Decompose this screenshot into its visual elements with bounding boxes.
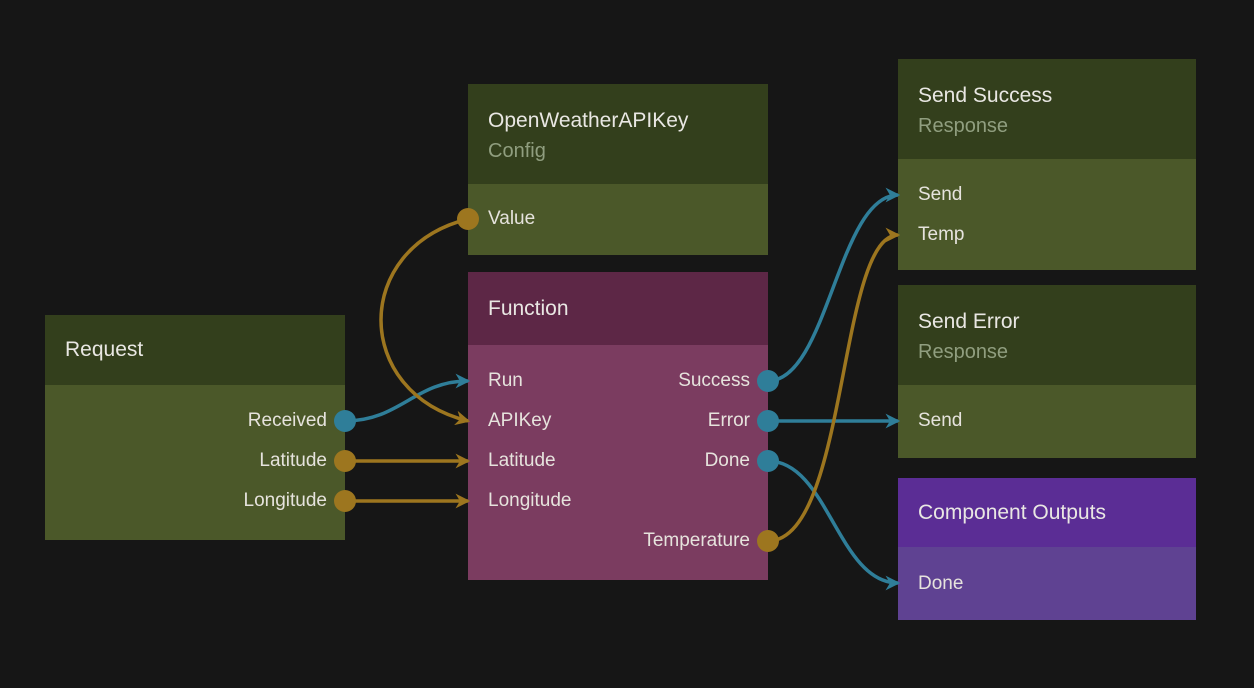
node-component-outputs-header[interactable]: Component Outputs: [898, 478, 1196, 547]
port-dot-function-error[interactable]: [757, 410, 779, 432]
port-label-temp: Temp: [918, 224, 965, 245]
node-title: Send Error: [918, 310, 1020, 333]
port-row: Latitude: [45, 441, 345, 481]
node-request-body: Received Latitude Longitude: [45, 385, 345, 540]
port-row: Temp: [898, 215, 1196, 255]
port-label-send: Send: [918, 410, 963, 431]
node-title: Component Outputs: [918, 500, 1106, 524]
node-openweather-body: Value: [468, 184, 768, 255]
port-row: Temperature: [468, 521, 768, 561]
node-title: Function: [488, 296, 569, 320]
node-send-error-header[interactable]: Send Error Response: [898, 285, 1196, 385]
wire-value-to-apikey[interactable]: [379, 217, 471, 426]
port-row: Latitude Done: [468, 441, 768, 481]
port-row: Send: [898, 175, 1196, 215]
node-title: Request: [65, 338, 144, 361]
node-send-success-header[interactable]: Send Success Response: [898, 59, 1196, 159]
port-row: Done: [898, 564, 1196, 604]
port-label-run: Run: [488, 370, 523, 391]
port-label-temperature: Temperature: [643, 530, 750, 551]
node-openweather-api-key[interactable]: OpenWeatherAPIKey Config Value: [468, 84, 768, 255]
node-subtitle: Response: [918, 341, 1009, 363]
node-title: OpenWeatherAPIKey: [488, 109, 689, 132]
node-openweather-header[interactable]: OpenWeatherAPIKey Config: [468, 84, 768, 184]
node-send-error-body: Send: [898, 385, 1196, 458]
port-dot-request-longitude[interactable]: [334, 490, 356, 512]
port-dot-request-received[interactable]: [334, 410, 356, 432]
port-label-value: Value: [488, 208, 536, 229]
node-function-header[interactable]: Function: [468, 272, 768, 345]
node-send-error[interactable]: Send Error Response Send: [898, 285, 1196, 458]
node-component-outputs[interactable]: Component Outputs Done: [898, 478, 1196, 620]
node-function[interactable]: Function Run Success APIKey Error Latitu…: [468, 272, 768, 580]
wire-temperature-to-temp[interactable]: [767, 227, 901, 543]
wire-success-to-send[interactable]: [767, 187, 901, 383]
node-component-outputs-body: Done: [898, 547, 1196, 620]
port-dot-function-done[interactable]: [757, 450, 779, 472]
node-request-header[interactable]: Request: [45, 315, 345, 385]
node-request[interactable]: Request Received Latitude Longitude: [45, 315, 345, 540]
port-label-success: Success: [678, 370, 750, 391]
wire-received-to-run[interactable]: [344, 373, 471, 423]
node-function-body: Run Success APIKey Error Latitude Done L…: [468, 345, 768, 580]
node-send-success[interactable]: Send Success Response Send Temp: [898, 59, 1196, 270]
port-label-longitude: Longitude: [243, 490, 327, 511]
port-row: APIKey Error: [468, 401, 768, 441]
port-row: Longitude: [468, 481, 768, 521]
node-subtitle: Response: [918, 115, 1009, 137]
port-dot-request-latitude[interactable]: [334, 450, 356, 472]
wire-done-to-done[interactable]: [767, 459, 901, 591]
port-dot-function-success[interactable]: [757, 370, 779, 392]
port-dot-function-temperature[interactable]: [757, 530, 779, 552]
node-subtitle: Config: [488, 140, 546, 162]
port-dot-openweather-value[interactable]: [457, 208, 479, 230]
port-row: Send: [898, 401, 1196, 441]
port-label-received: Received: [247, 410, 327, 431]
node-send-success-body: Send Temp: [898, 159, 1196, 270]
port-row: Longitude: [45, 481, 345, 521]
port-row: Value: [468, 199, 768, 239]
port-row: Run Success: [468, 361, 768, 401]
port-label-done: Done: [918, 573, 964, 594]
port-label-done: Done: [704, 450, 750, 471]
port-label-longitude: Longitude: [488, 490, 572, 511]
port-row: Received: [45, 401, 345, 441]
port-label-latitude: Latitude: [259, 450, 327, 471]
port-label-apikey: APIKey: [488, 410, 552, 431]
node-title: Send Success: [918, 84, 1053, 107]
port-label-error: Error: [707, 410, 750, 431]
port-label-send: Send: [918, 184, 963, 205]
port-label-latitude: Latitude: [488, 450, 556, 471]
